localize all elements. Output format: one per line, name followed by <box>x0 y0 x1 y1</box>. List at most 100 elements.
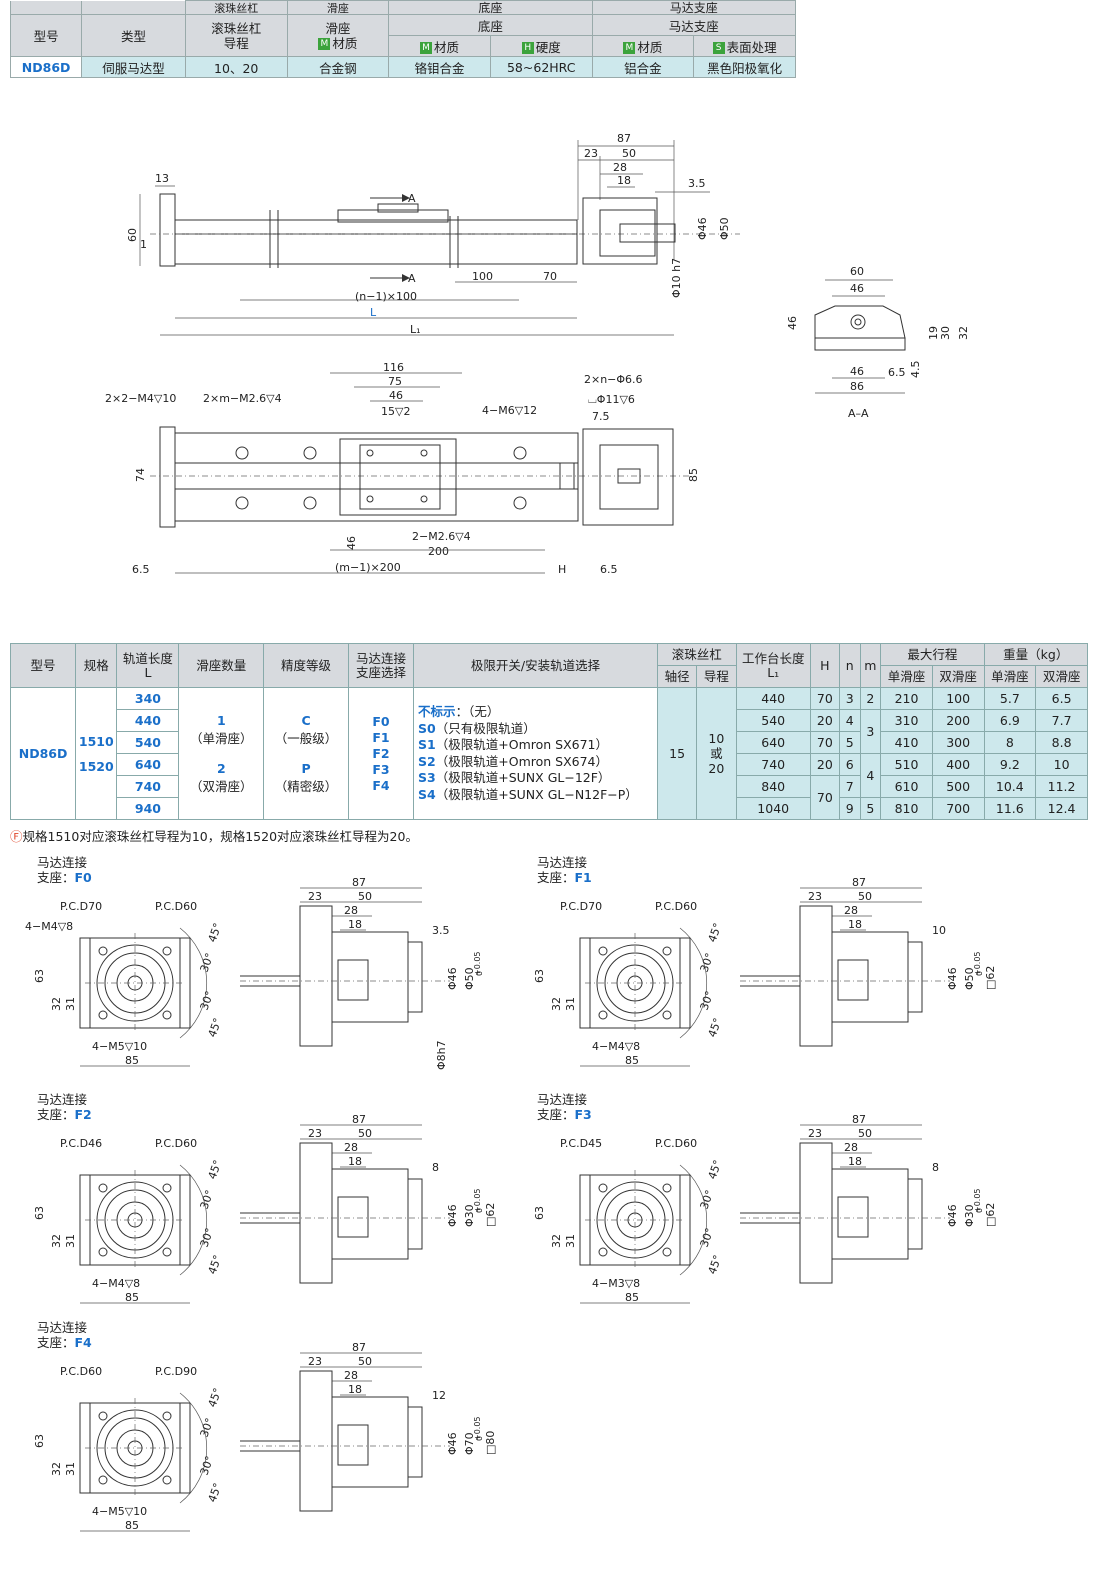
svg-text:50: 50 <box>858 890 872 903</box>
svg-text:30°: 30° <box>698 1226 717 1249</box>
cell-model: ND86D <box>9 56 83 78</box>
svg-text:85: 85 <box>125 1291 139 1304</box>
svg-text:23: 23 <box>808 1127 822 1140</box>
svg-text:18: 18 <box>348 918 362 931</box>
svg-text:Φ46: Φ46 <box>446 1204 459 1227</box>
svg-text:10: 10 <box>932 924 946 937</box>
svg-text:50: 50 <box>358 1355 372 1368</box>
svg-text:4−M3▽8: 4−M3▽8 <box>592 1277 640 1290</box>
svg-text:18: 18 <box>848 1155 862 1168</box>
svg-text:P.C.D60: P.C.D60 <box>155 900 197 913</box>
svg-text:50: 50 <box>358 1127 372 1140</box>
mount-label-f1: 马达连接支座：F1 <box>537 855 592 885</box>
svg-text:4−M4▽8: 4−M4▽8 <box>92 1277 140 1290</box>
svg-text:+0.05: +0.05 <box>973 1188 982 1213</box>
svg-text:0: 0 <box>475 1208 484 1213</box>
mount-label-f0: 马达连接支座：F0 <box>37 855 92 885</box>
svg-text:P.C.D90: P.C.D90 <box>155 1365 197 1378</box>
cell-base-mat: 铬钼合金 <box>388 56 491 78</box>
svg-text:87: 87 <box>352 1113 366 1126</box>
svg-text:Φ50: Φ50 <box>963 967 976 990</box>
svg-text:85: 85 <box>625 1291 639 1304</box>
svg-text:Φ8h7: Φ8h7 <box>435 1040 448 1070</box>
cut-header-base: 底座 <box>388 0 593 15</box>
dim-pitch: (n−1)×100 <box>355 290 417 303</box>
cut-header-motor: 马达支座 <box>591 0 797 15</box>
svg-text:P.C.D70: P.C.D70 <box>560 900 602 913</box>
svg-text:31: 31 <box>564 997 577 1011</box>
svg-text:30°: 30° <box>198 989 217 1012</box>
svg-text:□62: □62 <box>984 966 997 990</box>
svg-text:32: 32 <box>957 326 970 340</box>
svg-text:(m−1)×200: (m−1)×200 <box>335 561 401 574</box>
svg-text:Φ30: Φ30 <box>463 1204 476 1227</box>
svg-text:8: 8 <box>932 1161 939 1174</box>
svg-text:30°: 30° <box>698 989 717 1012</box>
svg-text:28: 28 <box>344 1141 358 1154</box>
header-slider-sub: 材质 <box>332 35 358 51</box>
svg-text:Φ30: Φ30 <box>963 1204 976 1227</box>
header-screw: 滚珠丝杠 导程 <box>184 14 288 57</box>
svg-text:45°: 45° <box>706 1016 725 1039</box>
svg-text:28: 28 <box>844 1141 858 1154</box>
cut-header-slider: 滑座 <box>286 0 390 15</box>
svg-text:86: 86 <box>850 380 864 393</box>
svg-text:28: 28 <box>344 904 358 917</box>
mount-label-f3: 马达连接支座：F3 <box>537 1092 592 1122</box>
dim-70: 70 <box>543 270 557 283</box>
dim-phi10: Φ10 h7 <box>670 258 683 298</box>
svg-text:2×2−M4▽10: 2×2−M4▽10 <box>105 392 176 405</box>
svg-text:2×n−Φ6.6: 2×n−Φ6.6 <box>584 373 643 386</box>
dim-phi46: Φ46 <box>696 217 709 240</box>
side-view-drawing: 87 23 50 28 18 3.5 13 60 1 A A 100 70 (n… <box>126 132 970 420</box>
svg-text:P.C.D60: P.C.D60 <box>155 1137 197 1150</box>
svg-text:Φ46: Φ46 <box>946 967 959 990</box>
tag-m-icon: M <box>623 42 636 54</box>
svg-text:Φ50: Φ50 <box>463 967 476 990</box>
svg-text:6.5: 6.5 <box>132 563 150 576</box>
svg-text:0: 0 <box>975 971 984 976</box>
svg-text:P.C.D46: P.C.D46 <box>60 1137 102 1150</box>
svg-text:32: 32 <box>50 1462 63 1476</box>
svg-text:32: 32 <box>50 1234 63 1248</box>
svg-text:18: 18 <box>848 918 862 931</box>
svg-text:30°: 30° <box>198 1188 217 1211</box>
svg-text:0: 0 <box>975 1208 984 1213</box>
tag-m-icon: M <box>318 38 331 50</box>
svg-text:8: 8 <box>432 1161 439 1174</box>
svg-text:□62: □62 <box>484 1203 497 1227</box>
dim-60: 60 <box>126 228 139 242</box>
section-mark-a-top: A <box>408 192 416 205</box>
svg-text:45°: 45° <box>206 1016 225 1039</box>
svg-text:30°: 30° <box>198 1454 217 1477</box>
dim-50: 50 <box>622 147 636 160</box>
svg-text:63: 63 <box>533 1206 546 1220</box>
svg-text:32: 32 <box>550 997 563 1011</box>
svg-text:+0.05: +0.05 <box>973 951 982 976</box>
svg-text:6.5: 6.5 <box>600 563 618 576</box>
svg-text:4−M5▽10: 4−M5▽10 <box>92 1040 147 1053</box>
svg-text:28: 28 <box>844 904 858 917</box>
section-title: A–A <box>848 407 869 420</box>
svg-text:23: 23 <box>308 1127 322 1140</box>
svg-text:31: 31 <box>64 1234 77 1248</box>
svg-text:32: 32 <box>50 997 63 1011</box>
svg-text:31: 31 <box>564 1234 577 1248</box>
svg-text:Φ46: Φ46 <box>446 967 459 990</box>
svg-text:18: 18 <box>348 1383 362 1396</box>
header-motor: 马达支座 <box>591 14 797 36</box>
cell-screw: 10、20 <box>184 56 288 78</box>
svg-text:12: 12 <box>432 1389 446 1402</box>
svg-text:87: 87 <box>352 1341 366 1354</box>
spec-note: Ⓕ规格1510对应滚珠丝杠导程为10，规格1520对应滚珠丝杠导程为20。 <box>10 829 418 844</box>
dim-phi50: Φ50 <box>718 217 731 240</box>
section-mark-a-bottom: A <box>408 272 416 285</box>
